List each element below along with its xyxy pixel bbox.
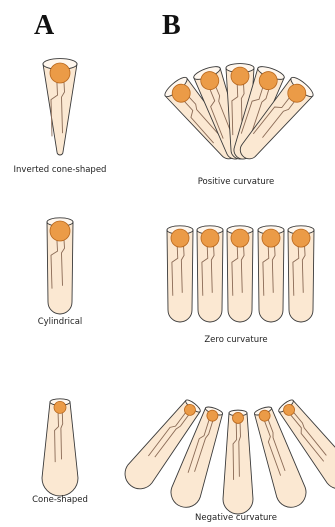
caption-cylindrical: Cylindrical — [38, 317, 83, 327]
lipid-zero-5 — [288, 226, 314, 322]
caption-zero-curvature: Zero curvature — [204, 335, 267, 345]
lipid-zero-1 — [167, 226, 193, 322]
lipid-inverted-cone — [43, 59, 77, 155]
caption-cone: Cone-shaped — [32, 495, 88, 505]
lipid-negative-3 — [223, 410, 253, 514]
caption-positive-curvature: Positive curvature — [198, 177, 275, 187]
lipid-cone — [42, 399, 78, 496]
caption-negative-curvature: Negative curvature — [195, 513, 277, 523]
caption-inverted-cone: Inverted cone-shaped — [14, 165, 107, 175]
lipid-zero-4 — [258, 226, 284, 322]
lipid-cylindrical — [47, 218, 73, 314]
lipid-zero-3 — [227, 226, 253, 322]
lipid-zero-2 — [197, 226, 223, 322]
